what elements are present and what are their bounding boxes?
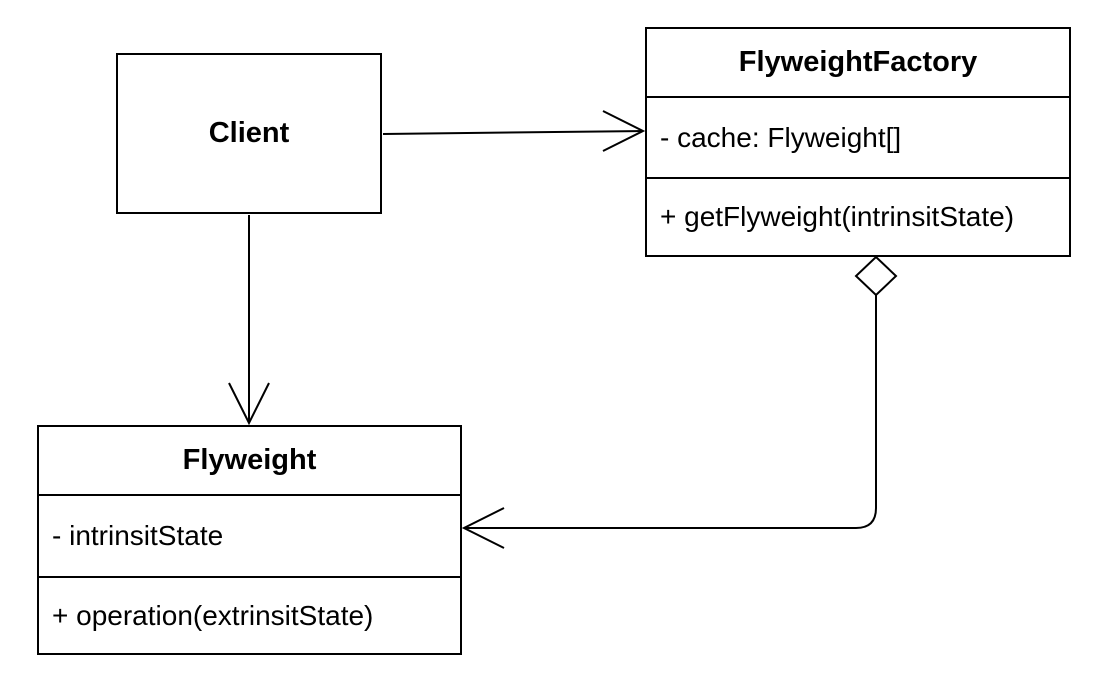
client-to-factory-association[interactable] [382,110,646,152]
client-to-flyweight-association[interactable] [228,215,270,426]
aggregation-diamond-icon [854,255,898,297]
flyweight-factory-operation: + getFlyweight(intrinsitState) [660,201,1015,232]
factory-to-flyweight-aggregation[interactable] [461,255,898,549]
client-box[interactable]: Client [116,53,382,214]
open-arrowhead-icon [228,382,270,426]
flyweight-class-name: Flyweight [39,427,460,496]
flyweight-operation: + operation(extrinsitState) [52,599,374,631]
flyweight-class[interactable]: Flyweight - intrinsitState + operation(e… [37,425,462,655]
flyweight-factory-attribute: - cache: Flyweight[] [647,98,1069,179]
open-arrowhead-icon [602,110,646,152]
client-label: Client [208,117,290,149]
flyweight-factory-class[interactable]: FlyweightFactory - cache: Flyweight[] + … [645,27,1071,257]
flyweight-factory-class-name: FlyweightFactory [647,29,1069,98]
flyweight-attribute: - intrinsitState [39,496,460,578]
open-arrowhead-icon [461,507,505,549]
